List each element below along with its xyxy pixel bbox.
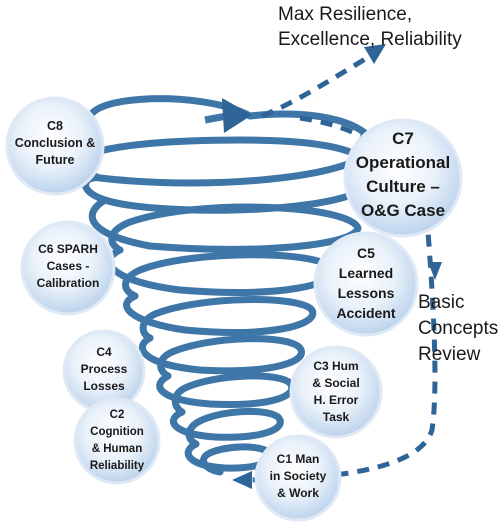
- svg-text:Review: Review: [418, 344, 481, 365]
- review-line3: Review: [418, 344, 481, 365]
- spiral-coil-5: [106, 246, 337, 300]
- c2-line1: C2: [110, 409, 125, 421]
- c3-line4: Task: [323, 410, 350, 424]
- c1-line1: C1 Man: [277, 452, 320, 466]
- spiral-coil-3: [139, 334, 305, 380]
- bubble-c2[interactable]: C2 Cognition & Human Reliability: [73, 397, 161, 485]
- goal-line1: Max Resilience,: [278, 4, 412, 25]
- svg-text:Concepts: Concepts: [418, 318, 498, 339]
- svg-text:O&G Case: O&G Case: [361, 201, 445, 220]
- svg-text:Max Resilience,: Max Resilience,: [278, 4, 412, 25]
- c5-line4: Accident: [336, 305, 395, 321]
- spiral-coil-8: [86, 95, 376, 187]
- review-dashed-loop: [239, 115, 438, 483]
- c2-line4: Reliability: [90, 460, 145, 472]
- svg-text:Lessons: Lessons: [338, 285, 395, 301]
- c5-line1: C5: [357, 245, 375, 261]
- svg-text:C7: C7: [392, 129, 414, 148]
- svg-text:C6 SPARH: C6 SPARH: [38, 242, 98, 256]
- svg-text:Excellence, Reliability: Excellence, Reliability: [278, 29, 462, 50]
- svg-text:Basic: Basic: [418, 292, 464, 313]
- spiral-coil-6: [88, 196, 362, 254]
- bubble-c5[interactable]: C5 Learned Lessons Accident: [313, 231, 419, 337]
- svg-text:Process: Process: [81, 362, 128, 376]
- bubble-c6[interactable]: C6 SPARH Cases - Calibration: [20, 220, 116, 316]
- bubble-c4[interactable]: C4 Process Losses: [62, 329, 146, 413]
- c3-line2: & Social: [312, 376, 359, 390]
- c1-line2: in Society: [270, 469, 327, 483]
- c3-line3: H. Error: [314, 393, 359, 407]
- svg-text:Future: Future: [36, 153, 75, 167]
- spiral-coil-7: [73, 136, 375, 214]
- c7-line2: Operational: [356, 153, 450, 172]
- c2-line2: Cognition: [90, 426, 144, 438]
- svg-text:Conclusion &: Conclusion &: [15, 136, 96, 150]
- c7-line4: O&G Case: [361, 201, 445, 220]
- svg-text:Operational: Operational: [356, 153, 450, 172]
- goal-arrowhead: [364, 44, 386, 64]
- spiral-coil-1: [170, 407, 284, 448]
- c1-line3: & Work: [277, 486, 319, 500]
- goal-text: Max Resilience, Excellence, Reliability: [278, 4, 462, 50]
- bubble-c1[interactable]: C1 Man in Society & Work: [254, 434, 342, 522]
- c3-line1: C3 Hum: [313, 359, 358, 373]
- spiral-top-arrowhead: [222, 98, 252, 133]
- review-line1: Basic: [418, 292, 464, 313]
- svg-text:H. Error: H. Error: [314, 393, 359, 407]
- svg-text:& Social: & Social: [312, 376, 359, 390]
- c5-line2: Learned: [339, 265, 393, 281]
- spiral: [73, 95, 376, 476]
- c5-line3: Lessons: [338, 285, 395, 301]
- svg-text:Cognition: Cognition: [90, 426, 144, 438]
- svg-text:& Human: & Human: [92, 443, 142, 455]
- c8-line1: C8: [47, 119, 63, 133]
- bubble-c3[interactable]: C3 Hum & Social H. Error Task: [289, 345, 383, 439]
- c6-line1: C6 SPARH: [38, 242, 98, 256]
- c7-line1: C7: [392, 129, 414, 148]
- svg-text:Reliability: Reliability: [90, 460, 145, 472]
- spiral-coil-4: [123, 292, 317, 342]
- goal-dashed-arrow: [261, 52, 374, 119]
- c7-line3: Culture –: [366, 177, 440, 196]
- c6-line2: Cases -: [47, 259, 90, 273]
- c8-line2: Conclusion &: [15, 136, 96, 150]
- svg-text:C4: C4: [96, 345, 112, 359]
- c2-line3: & Human: [92, 443, 142, 455]
- bubble-c7[interactable]: C7 Operational Culture – O&G Case: [343, 118, 463, 238]
- svg-text:Learned: Learned: [339, 265, 393, 281]
- bubble-c8[interactable]: C8 Conclusion & Future: [5, 96, 105, 196]
- c4-line2: Process: [81, 362, 128, 376]
- svg-text:& Work: & Work: [277, 486, 319, 500]
- c4-line1: C4: [96, 345, 112, 359]
- goal-line2: Excellence, Reliability: [278, 29, 462, 50]
- svg-text:C1 Man: C1 Man: [277, 452, 320, 466]
- review-arrowhead-2: [232, 471, 252, 489]
- svg-text:in Society: in Society: [270, 469, 327, 483]
- svg-text:Losses: Losses: [83, 379, 125, 393]
- c8-line3: Future: [36, 153, 75, 167]
- spiral-coil-2: [156, 372, 296, 416]
- svg-text:Accident: Accident: [336, 305, 395, 321]
- svg-text:Culture –: Culture –: [366, 177, 440, 196]
- review-line2: Concepts: [418, 318, 498, 339]
- svg-text:Calibration: Calibration: [37, 276, 100, 290]
- c4-line3: Losses: [83, 379, 125, 393]
- review-arrowhead-1: [428, 262, 442, 280]
- svg-text:C3 Hum: C3 Hum: [313, 359, 358, 373]
- svg-text:Cases -: Cases -: [47, 259, 90, 273]
- svg-text:C5: C5: [357, 245, 375, 261]
- c6-line3: Calibration: [37, 276, 100, 290]
- review-text: Basic Concepts Review: [418, 292, 498, 365]
- svg-text:Task: Task: [323, 410, 350, 424]
- svg-text:C2: C2: [110, 409, 125, 421]
- svg-text:C8: C8: [47, 119, 63, 133]
